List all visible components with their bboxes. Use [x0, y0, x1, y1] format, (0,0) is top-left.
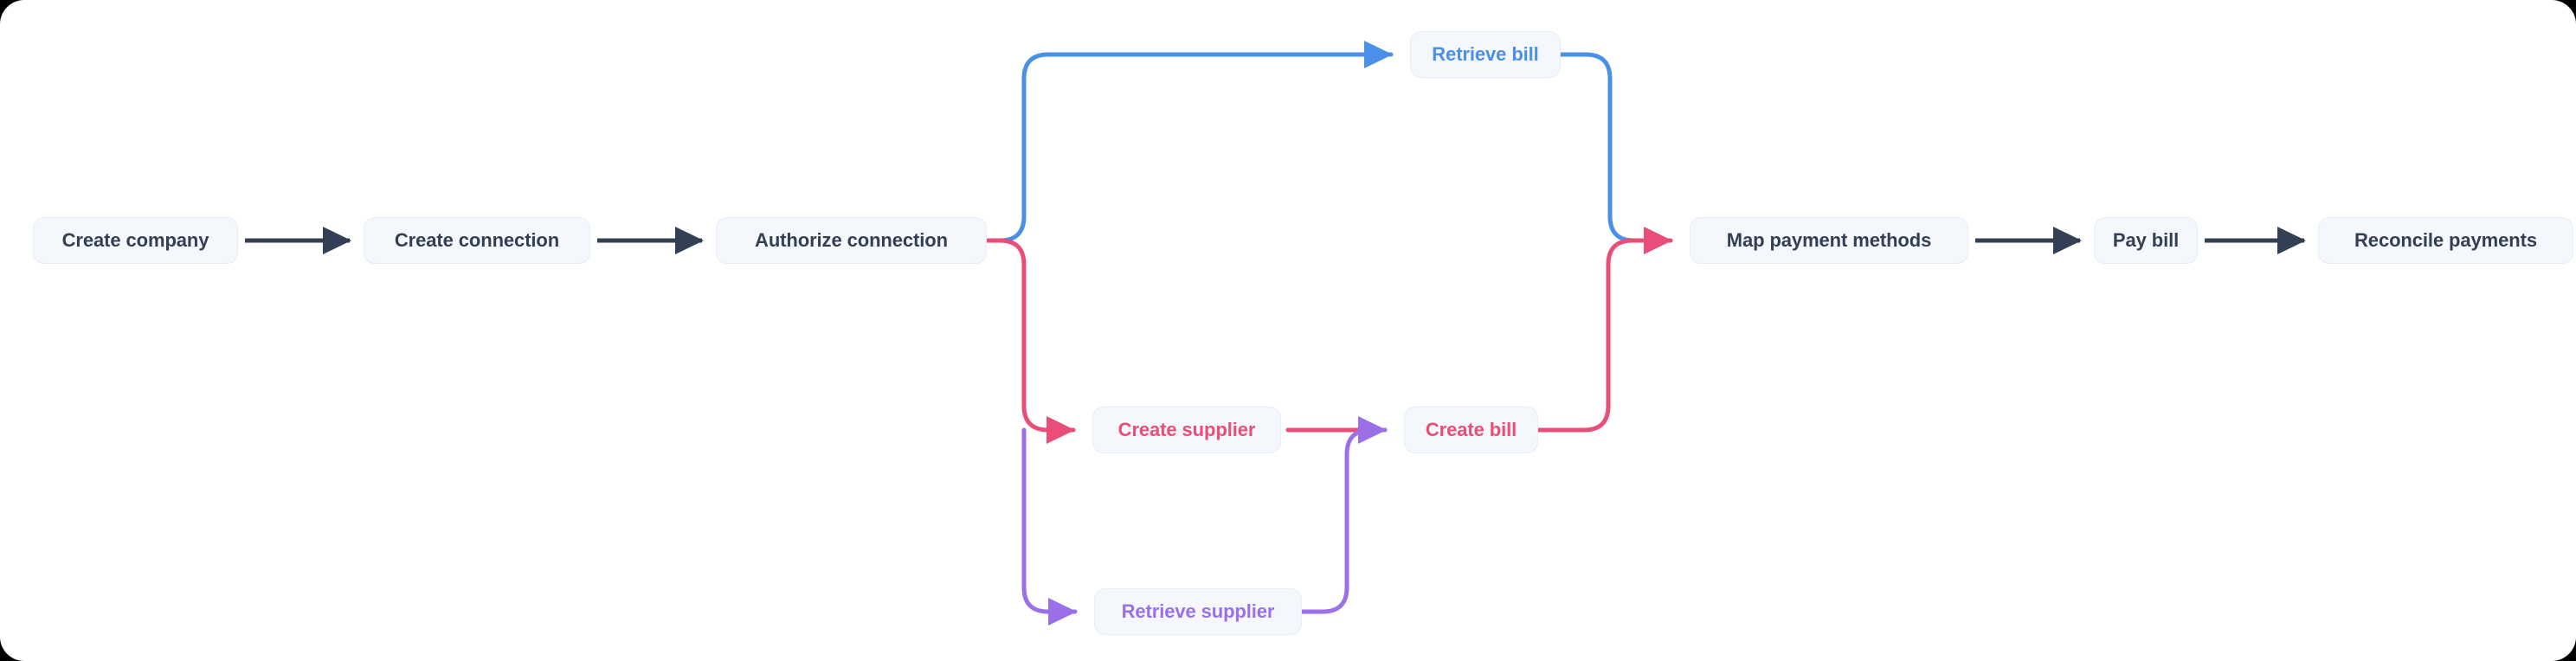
node-authorize-connection[interactable]: Authorize connection	[716, 217, 987, 264]
node-label: Pay bill	[2112, 229, 2180, 251]
edge-authorize-connection-to-create-supplier	[984, 238, 1076, 444]
node-pay-bill[interactable]: Pay bill	[2094, 217, 2198, 264]
edge-retrieve-supplier-to-create-bill	[1299, 415, 1388, 614]
edge-retrieve-bill-to-map-payment-methods	[1558, 52, 1673, 243]
node-reconcile-payments[interactable]: Reconcile payments	[2318, 217, 2573, 264]
node-label: Create company	[61, 229, 209, 251]
node-map-payment-methods[interactable]: Map payment methods	[1690, 217, 1968, 264]
node-label: Reconcile payments	[2354, 229, 2537, 251]
node-create-supplier[interactable]: Create supplier	[1092, 407, 1281, 453]
node-retrieve-bill[interactable]: Retrieve bill	[1410, 31, 1561, 78]
node-label: Retrieve supplier	[1121, 600, 1275, 622]
edge-create-bill-to-map-payment-methods	[1536, 226, 1673, 433]
node-create-company[interactable]: Create company	[33, 217, 238, 264]
node-retrieve-supplier[interactable]: Retrieve supplier	[1094, 588, 1302, 635]
edge-authorize-connection-to-retrieve-supplier	[1021, 427, 1078, 626]
node-label: Create bill	[1425, 419, 1517, 440]
node-label: Authorize connection	[755, 229, 948, 251]
node-create-connection[interactable]: Create connection	[364, 217, 590, 264]
node-label: Retrieve bill	[1432, 43, 1539, 65]
node-label: Create supplier	[1117, 419, 1256, 440]
node-label: Map payment methods	[1726, 229, 1932, 251]
node-create-bill[interactable]: Create bill	[1404, 407, 1538, 453]
edge-authorize-connection-to-retrieve-bill	[984, 40, 1394, 243]
node-label: Create connection	[394, 229, 560, 251]
